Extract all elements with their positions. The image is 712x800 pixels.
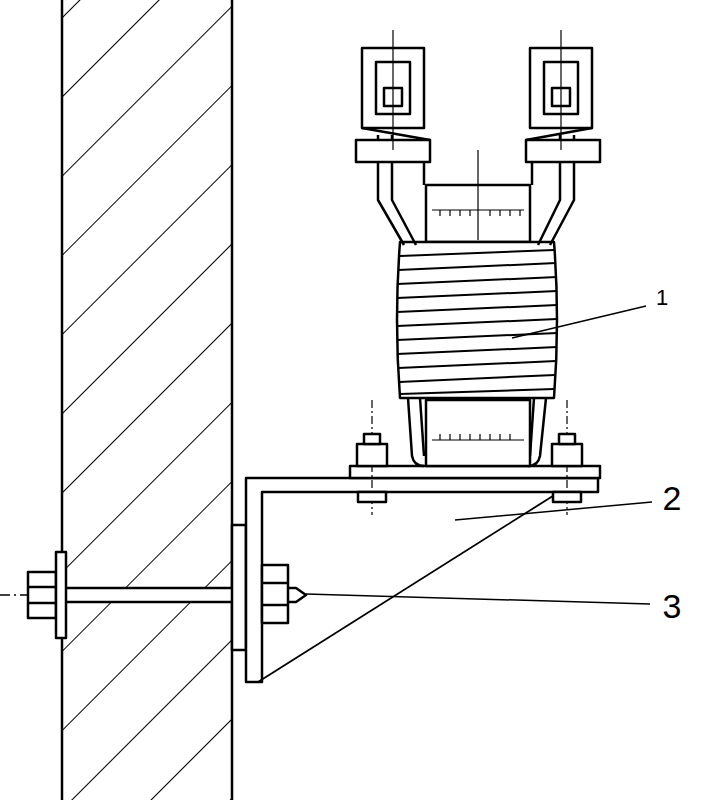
angle-bracket [246,478,598,682]
callout-number: 3 [663,589,682,623]
wall-section [62,0,232,800]
backing-plate [232,525,246,650]
leader-line [306,594,650,604]
coil-winding [397,242,557,398]
base-bolt [357,400,387,515]
leader-line [455,502,652,520]
callout-number: 1 [656,287,668,309]
leader-line [512,306,646,338]
insulator-column [426,400,530,466]
nut [262,565,288,623]
washer [56,552,66,638]
callout-number: 2 [663,481,682,515]
nut [28,572,56,618]
terminal-clamp [526,30,600,162]
frame-base [350,466,600,478]
base-bolt [552,400,582,515]
terminal-clamp [356,30,430,162]
